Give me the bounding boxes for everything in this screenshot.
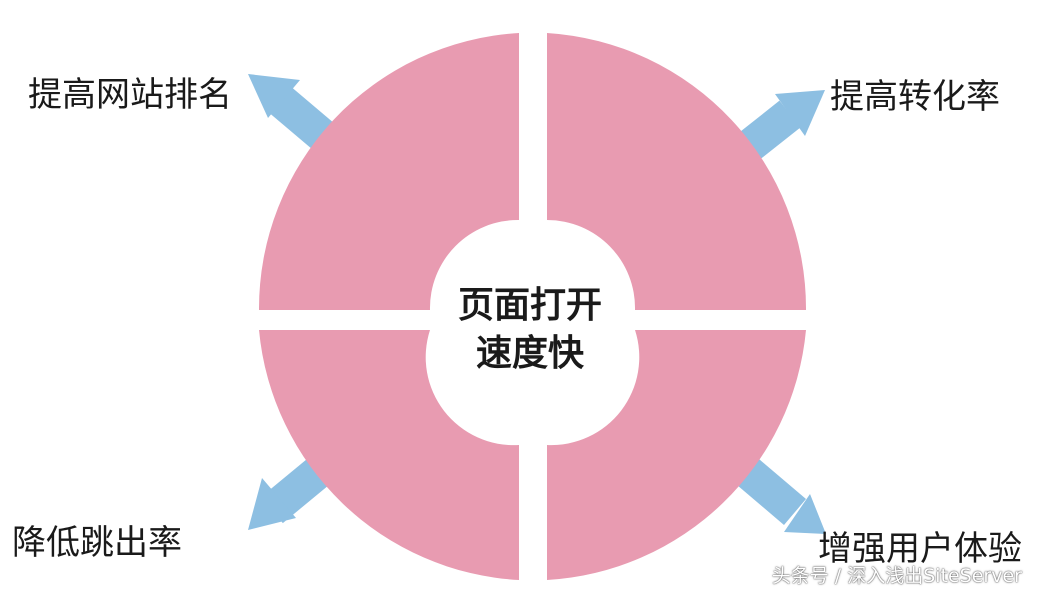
arrow-top-right-icon [731,90,825,166]
segment-top-right [547,33,807,310]
label-bottom-right: 增强用户体验 [818,529,1022,569]
center-label-line1: 页面打开 [457,285,602,326]
segment-top-left [258,33,519,310]
arrow-bottom-right-icon [736,459,826,534]
arrow-bottom-left-icon [248,458,329,530]
label-bottom-left: 降低跳出率 [12,523,182,563]
label-top-right: 提高转化率 [830,77,1000,117]
label-top-left: 提高网站排名 [28,75,232,115]
segment-bottom-right [547,330,806,580]
segment-bottom-left [259,330,519,580]
center-label: 页面打开 速度快 [430,282,630,378]
arrow-top-left-icon [248,74,341,155]
watermark: 头条号 / 深入浅出SiteServer [771,565,1022,587]
center-label-line2: 速度快 [475,333,584,374]
